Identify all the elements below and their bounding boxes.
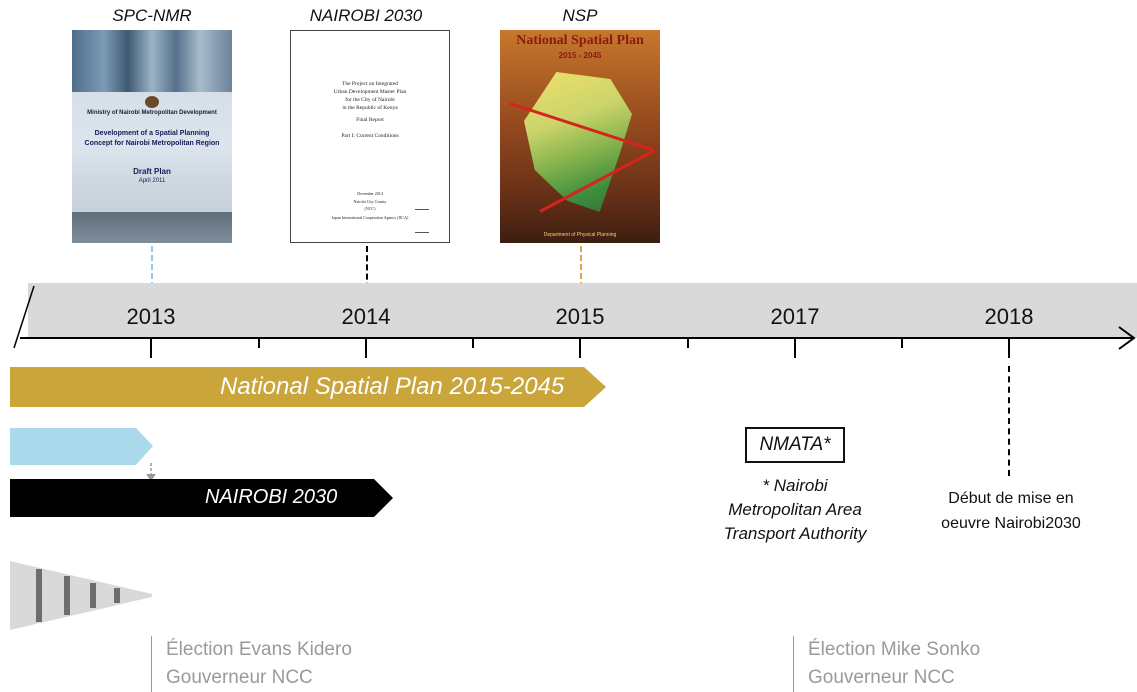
election-line: Gouverneur NCC [166,667,313,688]
cover-title-line-1: Development of a Spatial Planning [94,130,210,137]
spc-nmr-cover: Ministry of Nairobi Metropolitan Develop… [72,30,232,243]
spc-to-nairobi-connector [146,463,156,481]
nsp-cover: National Spatial Plan 2015 - 2045 Depart… [500,30,660,243]
cover-draft: Draft Plan [133,167,171,176]
election-line: Élection Mike Sonko [808,639,981,660]
election-line: Gouverneur NCC [808,667,955,688]
nsp-cover-years: 2015 - 2045 [558,51,602,60]
cover-date: April 2011 [138,178,166,184]
year-label-2014: 2014 [341,304,391,329]
timeline-axis [13,285,1136,358]
cover-line: Urban Development Master Plan [333,89,407,95]
logo-boxes [415,209,429,233]
doc-title-spc-nmr: SPC-NMR [112,6,192,25]
nsp-bar-label: National Spatial Plan 2015-2045 [220,373,565,400]
cover-line: (NCC) [364,206,376,211]
cover-photo-strip [72,30,232,92]
year-label-2013: 2013 [126,304,176,329]
election-line: Élection Evans Kidero [166,639,352,660]
event-2018: Début de mise en oeuvre Nairobi2030 [922,486,1100,536]
doc-title-nsp: NSP [562,6,598,25]
cover-line: The Project on Integrated [341,81,399,87]
nsp-connector [580,246,582,288]
event-line: oeuvre Nairobi2030 [941,515,1081,532]
nmata-box: NMATA* [745,427,845,463]
spc-arrow-bar [10,428,153,465]
year-label-2015: 2015 [555,304,605,329]
cover-line: in the Republic of Kenya [342,105,398,111]
election-kidero: Élection Evans Kidero Gouverneur NCC [151,636,352,692]
event-2018-connector [1008,366,1010,476]
nmata-def-line: Metropolitan Area [728,500,862,519]
nmata-def-line: Transport Authority [723,524,867,543]
year-label-2018: 2018 [984,304,1034,329]
nairobi-2030-cover: The Project on Integrated Urban Developm… [290,30,450,243]
nmata-definition: * Nairobi Metropolitan Area Transport Au… [700,474,890,546]
nmata-def-line: * Nairobi [762,476,828,495]
event-line: Début de mise en [948,490,1074,507]
nsp-cover-title: National Spatial Plan [516,33,644,48]
cover-line: December 2014 [357,191,383,196]
spc-connector [151,246,153,288]
nairobi-2030-bar-label: NAIROBI 2030 [205,486,338,508]
nairobi-connector [366,246,368,298]
kenya-seal-icon [145,96,159,108]
fading-mandate-shape [10,561,152,630]
cover-text-band [72,92,232,212]
doc-title-nairobi-2030: NAIROBI 2030 [309,6,423,25]
cover-line: Final Report [356,117,384,123]
nsp-cover-dept: Department of Physical Planning [543,232,617,238]
nairobi-2030-arrow-bar [10,479,393,517]
cover-line: Part I: Current Conditions [341,133,399,139]
cover-line: for the City of Nairobi [345,97,395,103]
nsp-arrow-bar [10,367,606,407]
timeline-band [28,283,1137,338]
year-label-2017: 2017 [770,304,820,329]
election-sonko: Élection Mike Sonko Gouverneur NCC [793,636,980,692]
cover-line: Japan International Cooperation Agency (… [331,215,409,220]
cover-ministry: Ministry of Nairobi Metropolitan Develop… [87,110,217,116]
cover-title-line-2: Concept for Nairobi Metropolitan Region [84,140,220,147]
cover-line: Nairobi City County [353,199,387,204]
